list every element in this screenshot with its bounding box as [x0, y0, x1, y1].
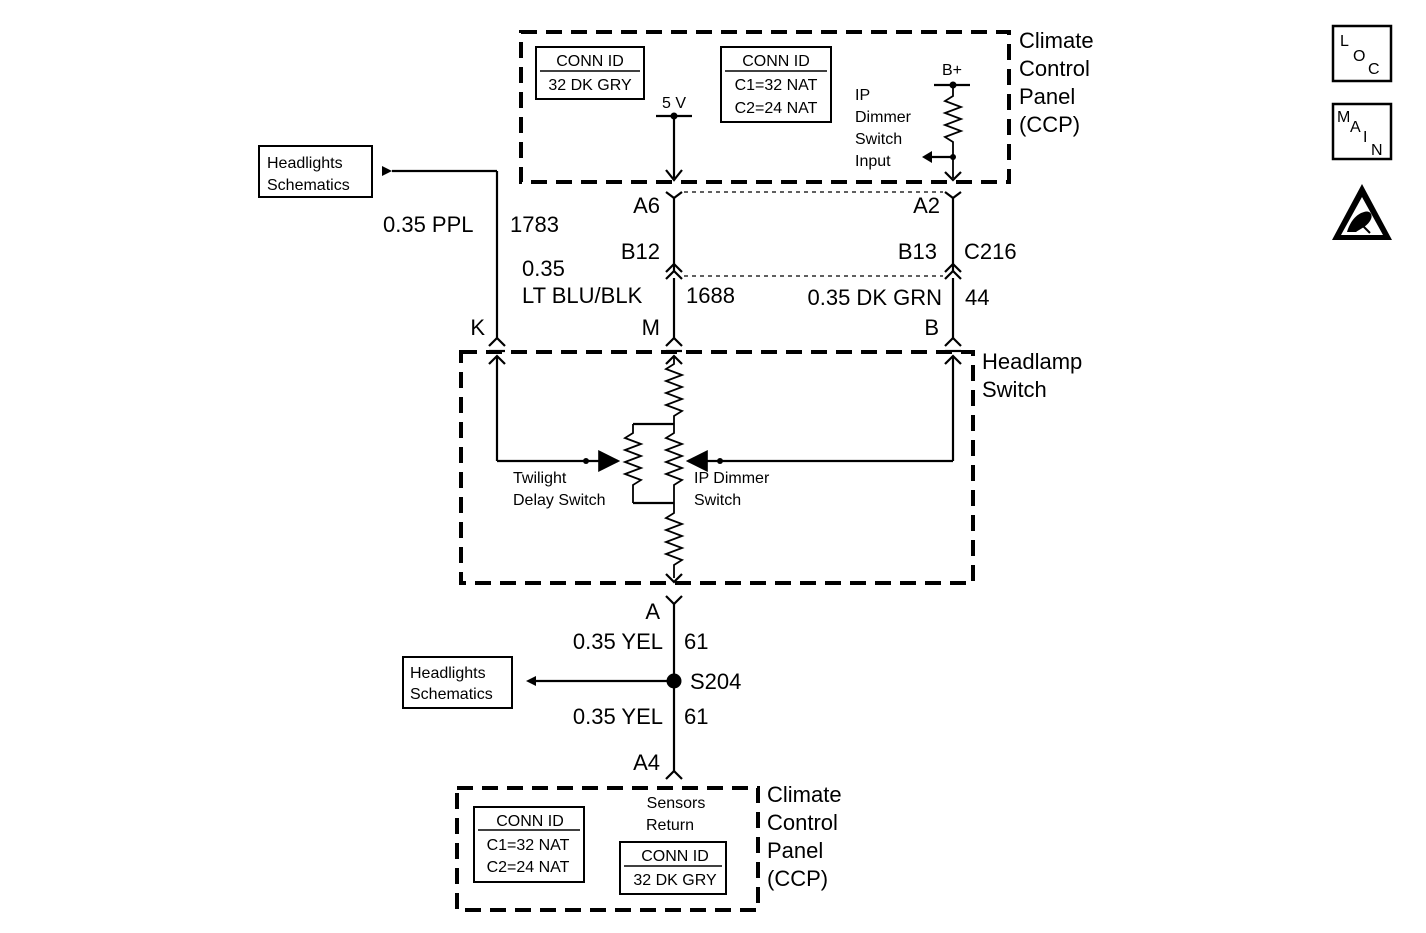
pin-a6: A6 — [633, 193, 660, 218]
ccp-bottom-conn-id-2: CONN ID 32 DK GRY — [619, 841, 727, 895]
ccp-top-title-2: Control — [1019, 56, 1090, 81]
wire-yel-top: 0.35 YEL — [573, 629, 663, 654]
connector-c216: C216 — [964, 239, 1017, 264]
wire-ltblu-circuit: 1688 — [686, 283, 735, 308]
conn-id-row: C1=32 NAT — [487, 837, 570, 854]
splice-s204-label: S204 — [690, 669, 741, 694]
conn-id-row: 32 DK GRY — [633, 872, 717, 889]
ccp-bottom-title-4: (CCP) — [767, 866, 828, 891]
esd-warning-icon — [1332, 184, 1392, 240]
pin-m: M — [642, 315, 660, 340]
ip-dimmer-label-1: IP Dimmer — [694, 470, 770, 487]
loc-letter: O — [1353, 48, 1365, 65]
ref-line-2: Schematics — [410, 686, 493, 703]
voltage-5v-label: 5 V — [662, 95, 686, 112]
wire-ltblu-color: LT BLU/BLK — [522, 283, 643, 308]
ccp-bottom-title-1: Climate — [767, 782, 842, 807]
main-letter: I — [1363, 129, 1367, 146]
conn-id-row: C2=24 NAT — [487, 859, 570, 876]
conn-id-header: CONN ID — [742, 53, 810, 70]
ccp-top-module: Climate Control Panel (CCP) CONN ID 32 D… — [519, 28, 1094, 184]
headlights-ref-top[interactable]: Headlights Schematics — [258, 145, 373, 198]
pin-a: A — [645, 599, 660, 624]
twilight-label-1: Twilight — [513, 470, 567, 487]
ccp-bottom-title-2: Control — [767, 810, 838, 835]
ip-dimmer-input-2: Dimmer — [855, 109, 912, 126]
ccp-bottom-title-3: Panel — [767, 838, 823, 863]
wire-yel-bottom: 0.35 YEL — [573, 704, 663, 729]
ccp-top-conn-id-1: CONN ID 32 DK GRY — [535, 46, 645, 100]
headlamp-switch-title-2: Switch — [982, 377, 1047, 402]
headlamp-switch-module: Headlamp Switch Twilight Delay Switch IP… — [459, 349, 1082, 585]
sensors-return-1: Sensors — [647, 795, 706, 812]
loc-letter: L — [1340, 33, 1349, 50]
ip-dimmer-input-4: Input — [855, 153, 891, 170]
main-letter: A — [1350, 119, 1361, 136]
ccp-bottom-module: Climate Control Panel (CCP) CONN ID C1=3… — [455, 782, 842, 912]
loc-button[interactable]: L O C — [1331, 24, 1393, 83]
wire-yel-bottom-circuit: 61 — [684, 704, 708, 729]
conn-id-header: CONN ID — [641, 848, 709, 865]
pin-k: K — [470, 315, 485, 340]
wire-yel-top-circuit: 61 — [684, 629, 708, 654]
ccp-top-title-1: Climate — [1019, 28, 1094, 53]
wire-dkgrn-circuit: 44 — [965, 285, 989, 310]
headlights-ref-bottom[interactable]: Headlights Schematics — [402, 656, 513, 709]
conn-id-header: CONN ID — [496, 813, 564, 830]
ip-dimmer-label-2: Switch — [694, 492, 741, 509]
ccp-top-title-3: Panel — [1019, 84, 1075, 109]
conn-id-row: C1=32 NAT — [735, 77, 818, 94]
wire-ppl-circuit: 1783 — [510, 212, 559, 237]
ref-line-1: Headlights — [410, 665, 486, 682]
ip-dimmer-resistor — [663, 424, 685, 503]
main-letter: N — [1371, 142, 1383, 159]
headlamp-switch-title-1: Headlamp — [982, 349, 1082, 374]
pin-a4: A4 — [633, 750, 660, 775]
twilight-delay-resistor — [622, 424, 644, 503]
loc-letter: C — [1368, 61, 1380, 78]
ccp-top-resistor — [942, 85, 964, 178]
main-button[interactable]: M A I N — [1331, 102, 1393, 161]
headlamp-switch-connector-top — [488, 336, 962, 353]
pin-b13: B13 — [898, 239, 937, 264]
upper-resistor — [663, 357, 685, 424]
conn-id-row: 32 DK GRY — [548, 77, 632, 94]
sensors-return-2: Return — [646, 817, 694, 834]
main-letter: M — [1337, 109, 1350, 126]
ref-line-1: Headlights — [267, 155, 343, 172]
wire-dkgrn: 0.35 DK GRN — [808, 285, 943, 310]
conn-id-row: C2=24 NAT — [735, 100, 818, 117]
ip-dimmer-input-3: Switch — [855, 131, 902, 148]
pin-b: B — [924, 315, 939, 340]
twilight-label-2: Delay Switch — [513, 492, 605, 509]
wire-ltblu-gauge: 0.35 — [522, 256, 565, 281]
ref-line-2: Schematics — [267, 177, 350, 194]
conn-id-header: CONN ID — [556, 53, 624, 70]
lower-resistor — [663, 503, 685, 578]
ccp-top-conn-id-2: CONN ID C1=32 NAT C2=24 NAT — [720, 46, 832, 123]
b-plus-label: B+ — [942, 62, 962, 79]
ccp-top-title-4: (CCP) — [1019, 112, 1080, 137]
ip-dimmer-input-1: IP — [855, 87, 870, 104]
ccp-bottom-conn-id-1: CONN ID C1=32 NAT C2=24 NAT — [473, 806, 585, 883]
pin-a2: A2 — [913, 193, 940, 218]
wire-ppl-gauge: 0.35 PPL — [383, 212, 474, 237]
pin-b12: B12 — [621, 239, 660, 264]
connector-c216 — [665, 262, 962, 280]
